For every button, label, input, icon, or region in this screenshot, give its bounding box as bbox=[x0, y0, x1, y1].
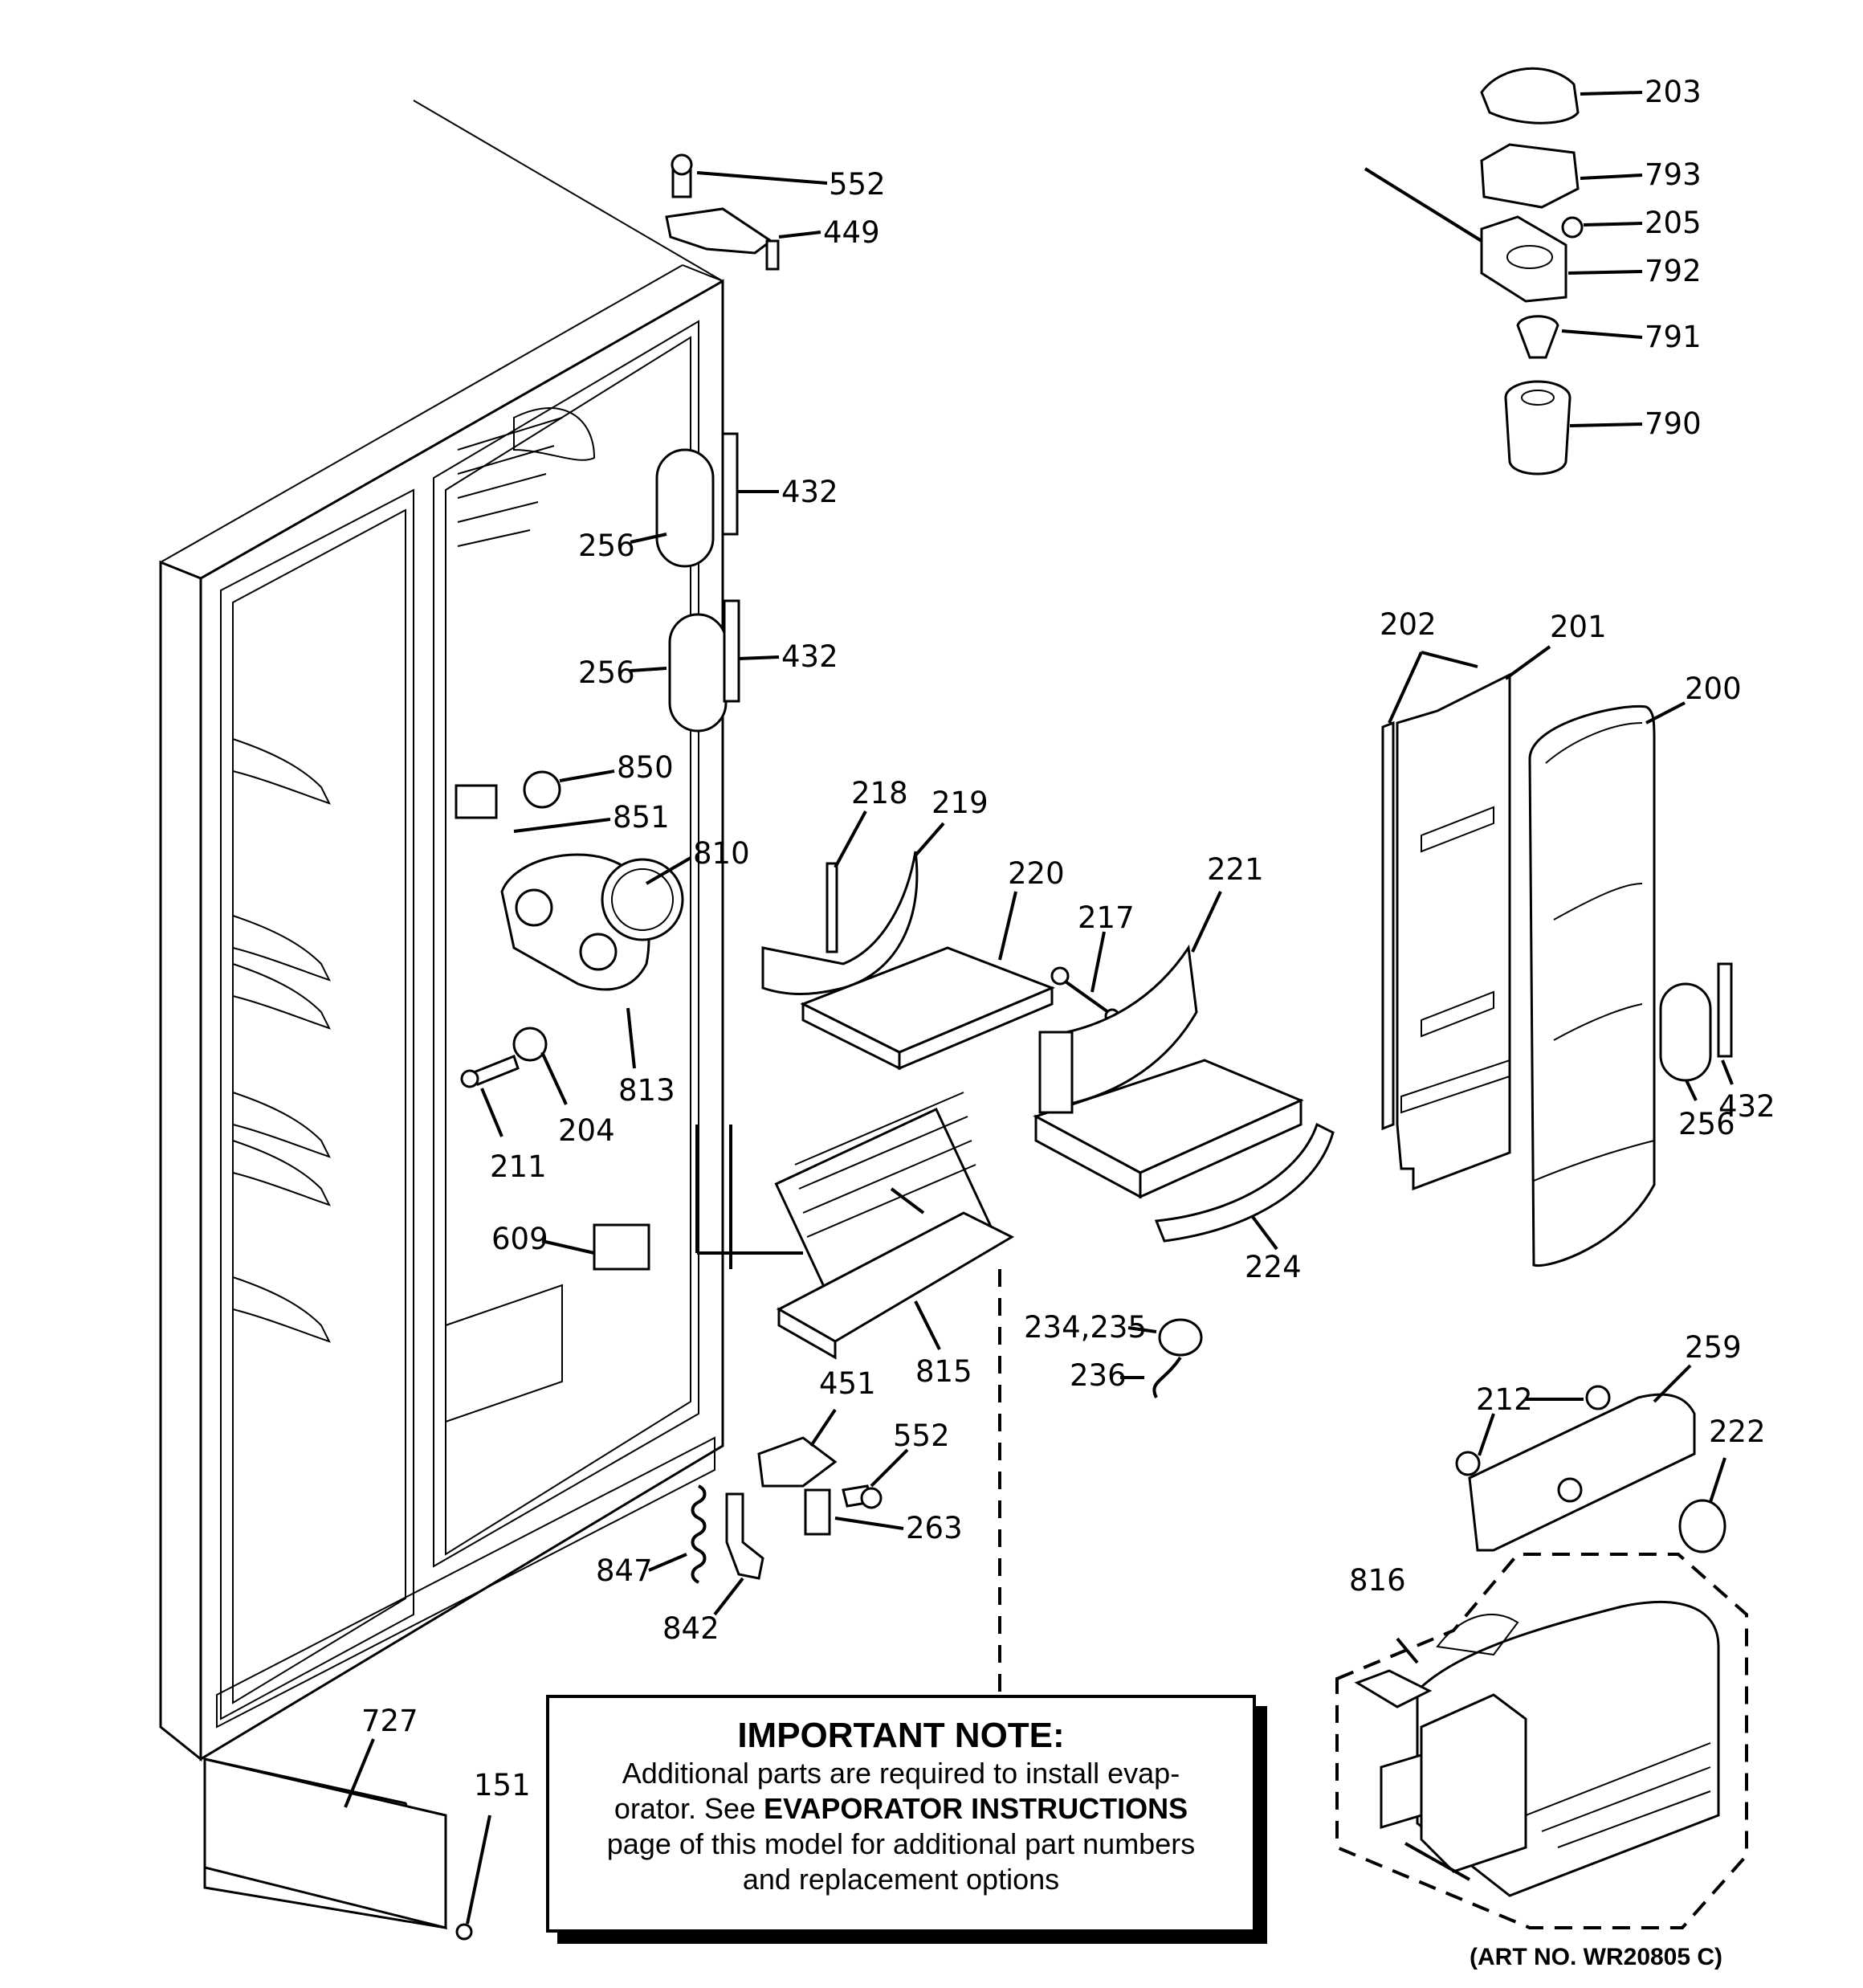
callout-256-right: 256 bbox=[1678, 1107, 1735, 1141]
note-title: IMPORTANT NOTE: bbox=[737, 1716, 1065, 1755]
evaporator-instructions-emphasis: EVAPORATOR INSTRUCTIONS bbox=[764, 1792, 1188, 1825]
callout-256-middle: 256 bbox=[578, 655, 635, 690]
callout-234-235: 234,235 bbox=[1024, 1310, 1147, 1345]
callout-221: 221 bbox=[1207, 852, 1264, 887]
screw-151 bbox=[455, 1923, 473, 1941]
callout-451: 451 bbox=[819, 1366, 876, 1401]
strip-202 bbox=[1381, 720, 1395, 1131]
refrigerator-cabinet bbox=[159, 100, 724, 1762]
callout-791: 791 bbox=[1645, 320, 1702, 354]
screw-and-grommet bbox=[460, 1027, 548, 1088]
auger-bracket bbox=[761, 851, 919, 995]
callout-217: 217 bbox=[1078, 900, 1135, 935]
valve-791 bbox=[1516, 315, 1559, 359]
callout-847: 847 bbox=[596, 1553, 653, 1588]
filter-cap-203 bbox=[1480, 67, 1580, 125]
callout-790: 790 bbox=[1645, 406, 1702, 441]
callout-218: 218 bbox=[851, 776, 908, 810]
callout-263: 263 bbox=[906, 1511, 963, 1545]
grommet-212a bbox=[1585, 1385, 1611, 1410]
callout-813: 813 bbox=[618, 1073, 675, 1108]
grille-850 bbox=[523, 770, 561, 809]
important-note-box: IMPORTANT NOTE: Additional parts are req… bbox=[546, 1695, 1256, 1933]
switch-609 bbox=[593, 1223, 650, 1271]
panel-201 bbox=[1396, 672, 1511, 1191]
callout-815: 815 bbox=[915, 1354, 972, 1389]
evaporator bbox=[695, 1092, 993, 1302]
panel-200 bbox=[1528, 704, 1656, 1268]
fan-assembly-816 bbox=[1354, 1601, 1720, 1897]
filter-cartridge-790 bbox=[1504, 380, 1572, 476]
switch-851 bbox=[455, 784, 498, 819]
drain-pan-815 bbox=[776, 1211, 1015, 1360]
callout-200: 200 bbox=[1685, 672, 1742, 706]
bracket-451 bbox=[757, 1436, 838, 1488]
callout-219: 219 bbox=[932, 786, 989, 820]
callout-201: 201 bbox=[1550, 610, 1607, 644]
top-hinge bbox=[665, 153, 780, 271]
filter-head-792 bbox=[1364, 167, 1567, 303]
callout-202: 202 bbox=[1380, 607, 1437, 642]
callout-842: 842 bbox=[662, 1611, 720, 1646]
callout-609: 609 bbox=[491, 1222, 548, 1256]
callout-205: 205 bbox=[1645, 206, 1702, 240]
note-line-1: Additional parts are required to install… bbox=[622, 1757, 1180, 1790]
callout-211: 211 bbox=[490, 1149, 547, 1184]
filter-793 bbox=[1480, 143, 1580, 209]
callout-552-top: 552 bbox=[829, 167, 886, 202]
callout-212: 212 bbox=[1476, 1382, 1533, 1417]
part-234-235 bbox=[1158, 1318, 1203, 1357]
shaft-217 bbox=[1050, 966, 1120, 1024]
assembly-outline-816 bbox=[1335, 1553, 1748, 1929]
note-line-2: orator. See EVAPORATOR INSTRUCTIONS bbox=[549, 1791, 1253, 1827]
damper-222 bbox=[1678, 1499, 1726, 1553]
note-line-2-text: orator. See bbox=[614, 1792, 764, 1825]
callout-256-upper: 256 bbox=[578, 529, 635, 563]
shelf-support-right bbox=[1659, 962, 1733, 1082]
callout-793: 793 bbox=[1645, 157, 1702, 192]
callout-151: 151 bbox=[474, 1768, 531, 1802]
art-number: (ART NO. WR20805 C) bbox=[1470, 1944, 1723, 1970]
dispenser-housing-221 bbox=[1033, 944, 1304, 1199]
callout-432-middle: 432 bbox=[781, 639, 838, 674]
cover-259 bbox=[1468, 1393, 1696, 1552]
callout-220: 220 bbox=[1008, 856, 1065, 891]
callout-850: 850 bbox=[617, 750, 674, 785]
screw-552-lower bbox=[842, 1484, 883, 1509]
oring-205 bbox=[1561, 216, 1584, 239]
fan-motor-housing bbox=[500, 853, 684, 991]
callout-792: 792 bbox=[1645, 254, 1702, 288]
callout-552-lower: 552 bbox=[893, 1419, 950, 1453]
callout-432-upper: 432 bbox=[781, 475, 838, 509]
shelf-support-middle bbox=[668, 599, 740, 733]
grommet-212b bbox=[1455, 1451, 1481, 1476]
part-263 bbox=[804, 1488, 831, 1536]
ice-chute-tray bbox=[800, 946, 1056, 1071]
callout-851: 851 bbox=[613, 800, 670, 835]
callout-222: 222 bbox=[1709, 1414, 1766, 1449]
note-line-3: page of this model for additional part n… bbox=[606, 1827, 1196, 1860]
callout-203: 203 bbox=[1645, 75, 1702, 109]
shelf-support-upper bbox=[655, 432, 739, 568]
callout-432-right: 432 bbox=[1718, 1089, 1775, 1124]
trim-224 bbox=[1154, 1122, 1335, 1243]
callout-236: 236 bbox=[1070, 1358, 1127, 1393]
callout-224: 224 bbox=[1245, 1250, 1302, 1284]
part-842 bbox=[725, 1492, 764, 1580]
callout-449: 449 bbox=[823, 215, 880, 250]
spring-847 bbox=[691, 1484, 707, 1584]
callout-810: 810 bbox=[693, 836, 750, 871]
note-line-4: and replacement options bbox=[742, 1863, 1060, 1896]
callout-816: 816 bbox=[1349, 1563, 1406, 1598]
callout-727: 727 bbox=[361, 1704, 418, 1738]
callout-204: 204 bbox=[558, 1113, 615, 1148]
callout-259: 259 bbox=[1685, 1330, 1742, 1365]
